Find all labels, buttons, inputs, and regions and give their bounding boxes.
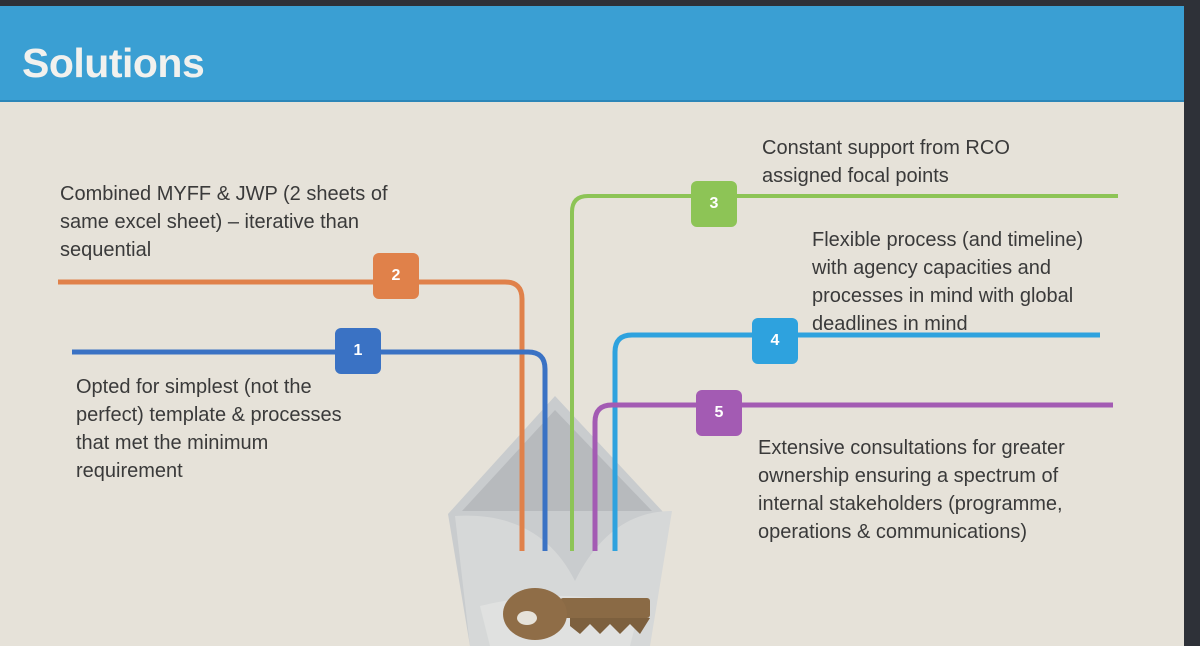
- slide: Solutions Combined MYFF & JWP (2 sheets …: [0, 6, 1184, 646]
- slide-title: Solutions: [22, 40, 205, 86]
- badge-5: 5: [696, 390, 742, 436]
- item-4-text: Flexible process (and timeline) with age…: [812, 229, 1084, 335]
- item-5-text: Extensive consultations for greater owne…: [758, 437, 1065, 543]
- key-icon: [503, 588, 650, 640]
- badge-2: 2: [373, 253, 419, 299]
- slide-header: Solutions: [0, 6, 1184, 102]
- badge-4: 4: [752, 318, 798, 364]
- item-1-text: Opted for simplest (not the perfect) tem…: [76, 376, 342, 482]
- item-2-text: Combined MYFF & JWP (2 sheets of same ex…: [60, 183, 388, 261]
- badge-1: 1: [335, 328, 381, 374]
- item-3-text: Constant support from RCO assigned focal…: [762, 137, 1010, 187]
- badge-3: 3: [691, 181, 737, 227]
- connector-lines: [58, 194, 1118, 646]
